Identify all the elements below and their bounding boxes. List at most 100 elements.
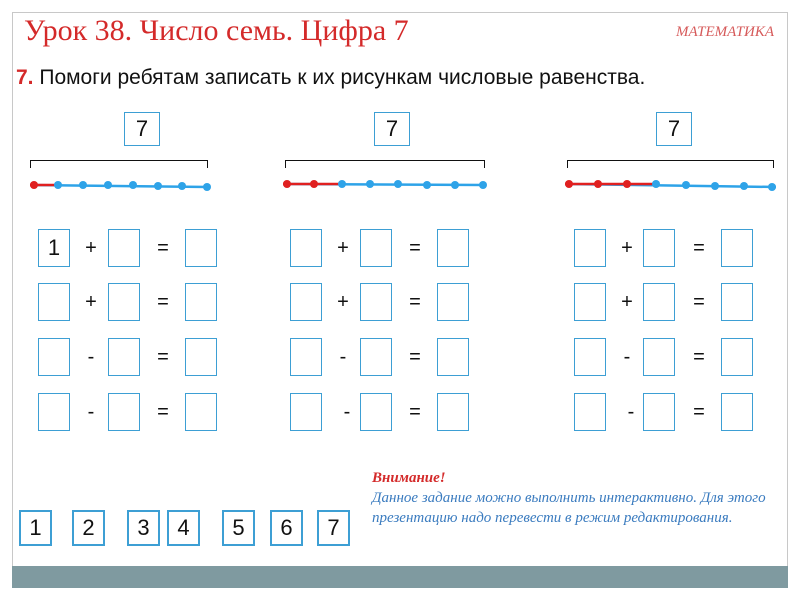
number-tile-2[interactable]: 2 <box>72 510 105 546</box>
red-bead <box>30 181 38 189</box>
equals-sign: = <box>409 291 421 313</box>
equation-first-term[interactable] <box>290 283 322 321</box>
blue-bead <box>768 183 776 191</box>
blue-bead <box>479 181 487 189</box>
equals-sign: = <box>409 237 421 259</box>
number-tile-6[interactable]: 6 <box>270 510 303 546</box>
equation-result[interactable] <box>721 283 753 321</box>
number-tile-3[interactable]: 3 <box>127 510 160 546</box>
equals-sign: = <box>693 346 705 368</box>
blue-bead <box>129 181 137 189</box>
blue-bead <box>79 181 87 189</box>
operator-sign: + <box>337 237 349 259</box>
equation-second-term[interactable] <box>643 338 675 376</box>
operator-sign: - <box>627 401 635 423</box>
equation-first-term[interactable] <box>290 229 322 267</box>
equation-result[interactable] <box>185 338 217 376</box>
equation-first-term[interactable] <box>290 393 322 431</box>
equation-result[interactable] <box>437 393 469 431</box>
equation-result[interactable] <box>185 229 217 267</box>
red-bead <box>565 180 573 188</box>
equation-second-term[interactable] <box>643 393 675 431</box>
equation-first-term[interactable] <box>574 229 606 267</box>
equation-first-term[interactable] <box>574 283 606 321</box>
equation-result[interactable] <box>437 229 469 267</box>
task-number: 7. <box>16 66 34 89</box>
blue-bead <box>338 180 346 188</box>
equation-second-term[interactable] <box>108 229 140 267</box>
equation-first-term[interactable] <box>574 393 606 431</box>
group-2-total[interactable]: 7 <box>374 112 410 146</box>
blue-bead <box>423 181 431 189</box>
equation-second-term[interactable] <box>360 229 392 267</box>
operator-sign: + <box>85 237 97 259</box>
blue-bead <box>740 182 748 190</box>
note-text: Данное задание можно выполнить интеракти… <box>372 490 766 526</box>
equation-first-term[interactable] <box>38 283 70 321</box>
operator-sign: + <box>337 291 349 313</box>
interactive-note: Внимание! Данное задание можно выполнить… <box>372 468 782 528</box>
group-1-total[interactable]: 7 <box>124 112 160 146</box>
equation-second-term[interactable] <box>643 229 675 267</box>
equation-first-term[interactable] <box>38 393 70 431</box>
red-bead <box>310 180 318 188</box>
task-text: Помоги ребятам записать к их рисункам чи… <box>33 66 646 89</box>
operator-sign: - <box>339 346 347 368</box>
blue-bead <box>203 183 211 191</box>
equation-first-term[interactable] <box>574 338 606 376</box>
note-warning: Внимание! <box>372 470 446 486</box>
group-2-bracket <box>285 160 485 168</box>
blue-bead <box>178 182 186 190</box>
equation-result[interactable] <box>185 283 217 321</box>
operator-sign: + <box>621 291 633 313</box>
number-tile-1[interactable]: 1 <box>19 510 52 546</box>
equation-second-term[interactable] <box>360 338 392 376</box>
task-statement: 7. Помоги ребятам записать к их рисункам… <box>16 66 645 90</box>
operator-sign: - <box>87 346 95 368</box>
equation-second-term[interactable] <box>108 338 140 376</box>
equation-result[interactable] <box>721 393 753 431</box>
operator-sign: + <box>621 237 633 259</box>
equation-result[interactable] <box>437 283 469 321</box>
equation-second-term[interactable] <box>360 283 392 321</box>
blue-bead <box>711 182 719 190</box>
blue-bead <box>394 180 402 188</box>
equation-result[interactable] <box>721 338 753 376</box>
red-bead <box>283 180 291 188</box>
equation-first-term[interactable] <box>38 338 70 376</box>
blue-bead <box>54 181 62 189</box>
number-tile-7[interactable]: 7 <box>317 510 350 546</box>
blue-bead <box>104 181 112 189</box>
equals-sign: = <box>693 237 705 259</box>
equation-second-term[interactable] <box>643 283 675 321</box>
equals-sign: = <box>157 237 169 259</box>
equation-second-term[interactable] <box>108 283 140 321</box>
equals-sign: = <box>409 346 421 368</box>
equals-sign: = <box>157 346 169 368</box>
group-1-bracket <box>30 160 208 168</box>
blue-bead <box>682 181 690 189</box>
equation-result[interactable] <box>721 229 753 267</box>
slide-bottom-bar <box>12 566 788 588</box>
equation-first-term[interactable] <box>290 338 322 376</box>
lesson-title: Урок 38. Число семь. Цифра 7 <box>24 14 409 47</box>
equation-first-term[interactable]: 1 <box>38 229 70 267</box>
equals-sign: = <box>693 291 705 313</box>
blue-bead <box>451 181 459 189</box>
equals-sign: = <box>693 401 705 423</box>
red-bead <box>594 180 602 188</box>
group-3-total[interactable]: 7 <box>656 112 692 146</box>
equals-sign: = <box>409 401 421 423</box>
number-tile-5[interactable]: 5 <box>222 510 255 546</box>
subject-label: МАТЕМАТИКА <box>676 24 774 40</box>
group-3-bracket <box>567 160 774 168</box>
equation-second-term[interactable] <box>108 393 140 431</box>
number-tile-4[interactable]: 4 <box>167 510 200 546</box>
operator-sign: - <box>343 401 351 423</box>
equation-result[interactable] <box>437 338 469 376</box>
equation-result[interactable] <box>185 393 217 431</box>
operator-sign: - <box>87 401 95 423</box>
equation-second-term[interactable] <box>360 393 392 431</box>
